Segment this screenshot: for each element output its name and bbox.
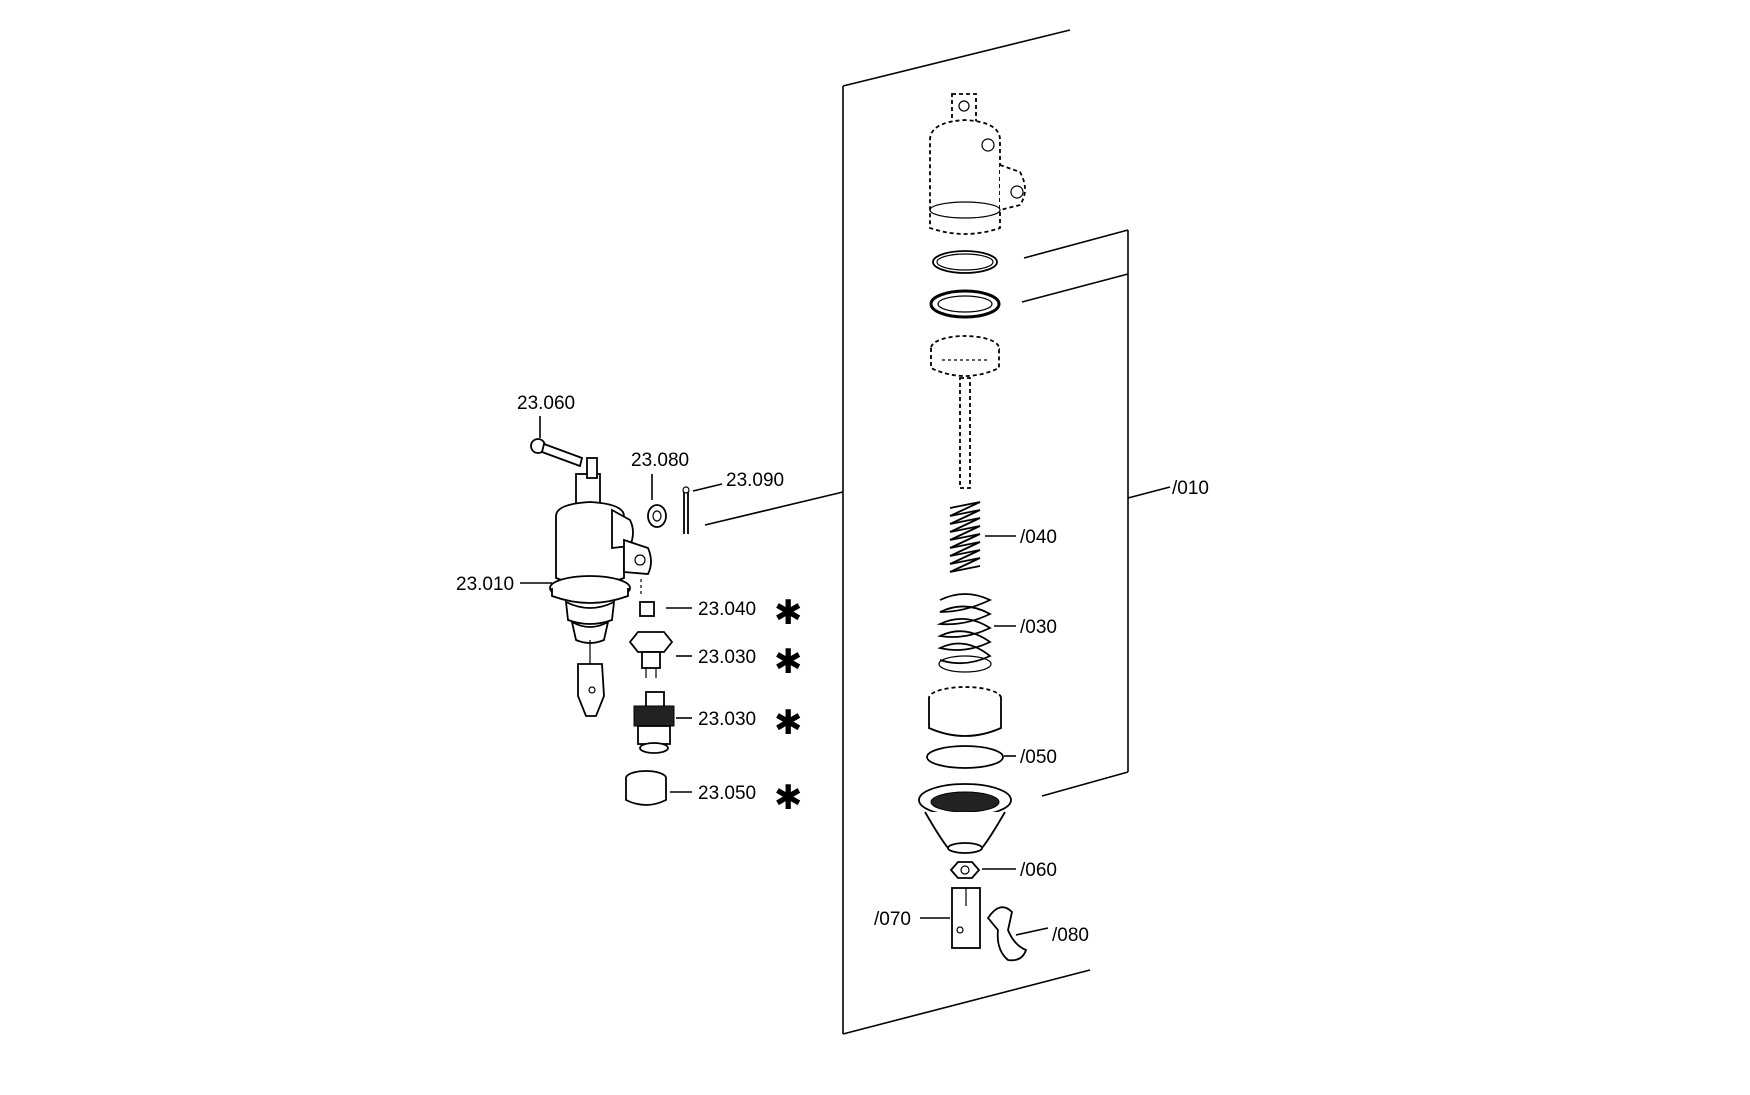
asterisk-markers: ✱ ✱ ✱ ✱ [774, 593, 803, 818]
label-23050: 23.050 [698, 783, 756, 804]
plug-23040 [639, 601, 655, 617]
spring-cup [928, 686, 1002, 737]
snap-ring-050 [926, 745, 1004, 769]
spring-030 [936, 593, 993, 673]
asterisk-23030-b: ✱ [774, 703, 803, 743]
pressure-switch-23030-b [633, 691, 675, 754]
label-23060: 23.060 [517, 393, 575, 414]
leader-lines-left [520, 416, 723, 793]
asterisk-23050: ✱ [774, 778, 803, 818]
washer-23080 [647, 504, 667, 528]
clip-080 [986, 906, 1028, 962]
label-23030-a: 23.030 [698, 647, 756, 668]
housing-outline-dashed [929, 93, 1026, 235]
label-23010: 23.010 [456, 574, 514, 595]
ring-upper [932, 250, 998, 274]
label-070: /070 [874, 909, 911, 930]
label-030: /030 [1020, 617, 1057, 638]
label-060: /060 [1020, 860, 1057, 881]
part-labels: 23.060 23.080 23.090 23.010 23.040 23.03… [456, 393, 1209, 946]
label-080: /080 [1052, 925, 1089, 946]
pressure-switch-23030-a [628, 631, 674, 678]
asterisk-23040: ✱ [774, 593, 803, 633]
label-010: /010 [1172, 478, 1209, 499]
bolt-23060 [530, 438, 584, 468]
bracket-010 [1021, 229, 1171, 797]
label-23040: 23.040 [698, 599, 756, 620]
nut-060 [949, 861, 981, 879]
cotter-pin-23090 [682, 486, 690, 534]
label-040: /040 [1020, 527, 1057, 548]
piston-with-stem [930, 335, 1000, 489]
valve-assembly-23010 [549, 457, 652, 717]
explosion-frame [704, 29, 1091, 1035]
label-23030-b: 23.030 [698, 709, 756, 730]
label-23080: 23.080 [631, 450, 689, 471]
rubber-boot [918, 783, 1012, 854]
leader-lines-right [920, 535, 1049, 936]
spring-040 [949, 501, 981, 573]
cap-23050 [625, 770, 667, 806]
clevis-070 [951, 887, 981, 949]
label-050: /050 [1020, 747, 1057, 768]
asterisk-23030-a: ✱ [774, 642, 803, 682]
label-23090: 23.090 [726, 470, 784, 491]
ring-lower [929, 289, 1001, 319]
